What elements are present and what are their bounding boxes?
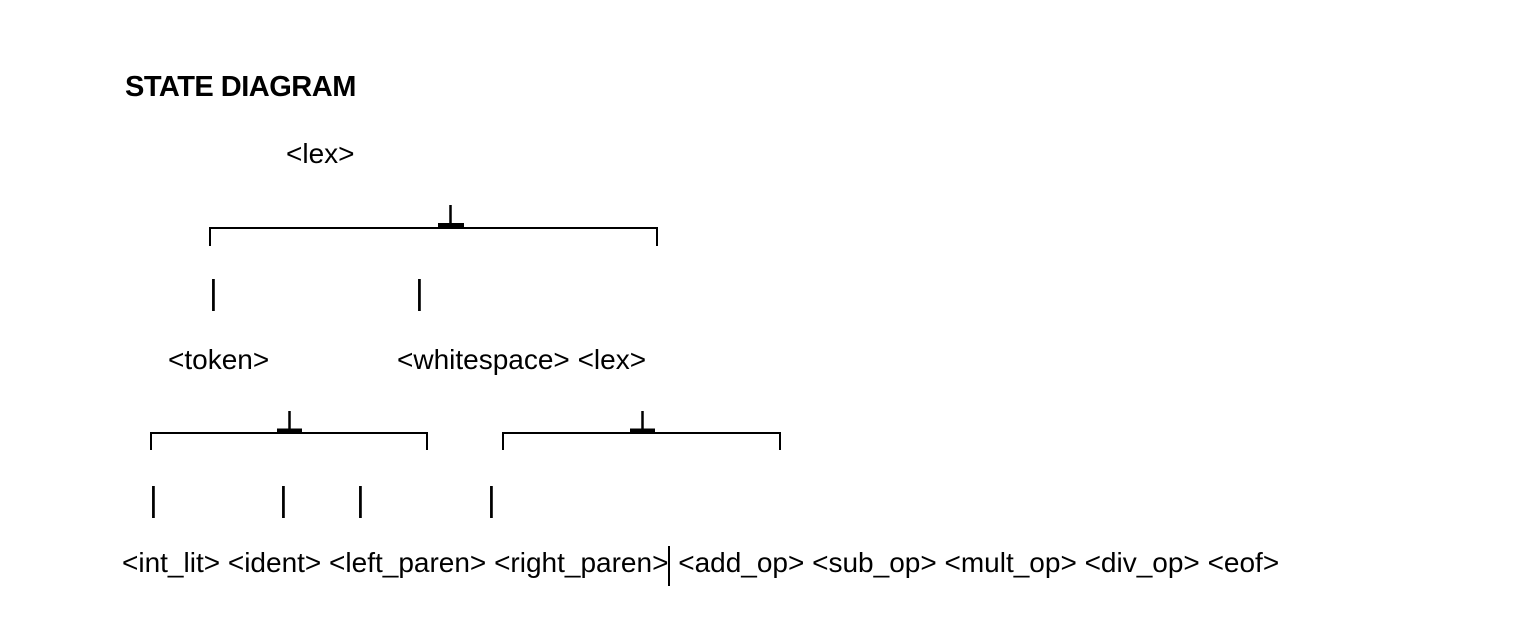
node-whitespace-lex: <whitespace> <lex> [397,344,647,375]
token-row-after-cursor: <add_op> <sub_op> <mult_op> <div_op> <eo… [670,547,1280,578]
edge-connector-token: | [209,274,218,312]
edge-connector-leaf-4: | [487,481,496,519]
token-branch-bracket [150,411,428,450]
node-lex-root: <lex> [286,138,355,169]
node-token: <token> [168,344,270,375]
text-cursor [668,546,671,586]
edge-connector-whitespace-lex: | [415,274,424,312]
whitespace-lex-branch-bracket [502,411,781,450]
edge-connector-leaf-2: | [279,481,288,519]
token-row: <int_lit> <ident> <left_paren> <right_pa… [122,543,1279,586]
diagram-title: STATE DIAGRAM [125,71,356,103]
edge-connector-leaf-3: | [356,481,365,519]
root-branch-bracket [209,205,658,246]
token-row-before-cursor: <int_lit> <ident> <left_paren> <right_pa… [122,547,669,578]
edge-connector-leaf-1: | [149,481,158,519]
